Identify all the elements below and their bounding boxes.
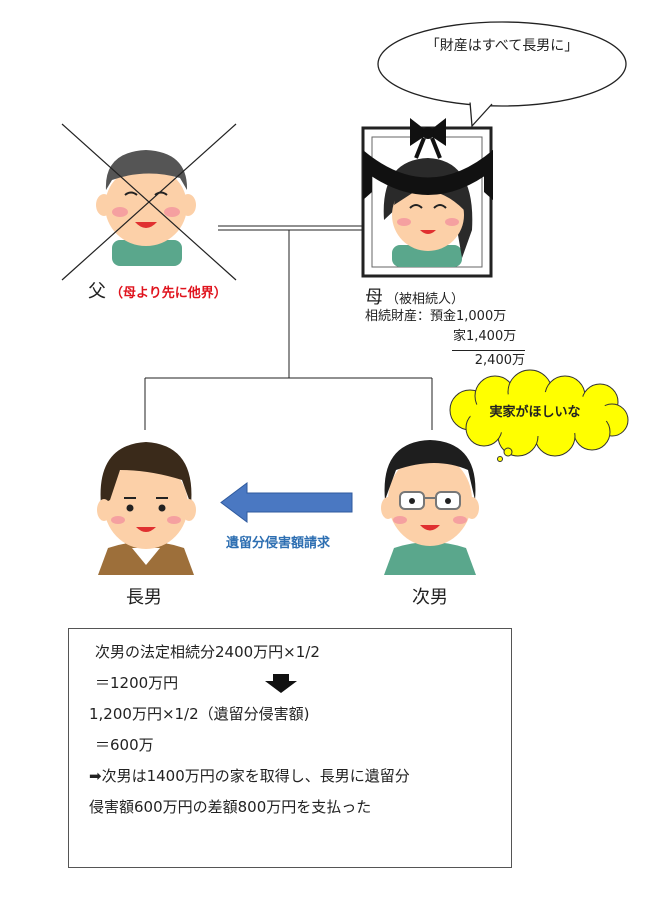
eldest-son-face-icon [97, 442, 196, 575]
estate-total: 2,400万 [452, 350, 525, 371]
mother-name: 母 [365, 287, 383, 308]
calc-line-5: ➡次男は1400万円の家を取得し、長男に遺留分 [89, 767, 410, 785]
claim-arrow-label: 遺留分侵害額請求 [226, 536, 331, 551]
estate-breakdown: 相続財産：預金1,000万 家1,400万 2,400万 [365, 307, 525, 371]
mourning-ribbon-icon [363, 118, 493, 200]
arrow-left-icon [220, 482, 353, 523]
second-son-face-icon [381, 440, 479, 575]
father-name: 父 [88, 281, 106, 302]
father-note: （母より先に他界） [110, 286, 227, 301]
calc-line-3: 1,200万円×1/2（遺留分侵害額) [89, 705, 310, 723]
eldest-son-label: 長男 [126, 587, 162, 608]
second-son-label: 次男 [412, 587, 448, 608]
calc-line-4: ＝600万 [95, 736, 154, 754]
mother-label: 母（被相続人） [365, 283, 464, 309]
father-label: 父 （母より先に他界） [88, 277, 227, 303]
calc-line-6: 侵害額600万円の差額800万円を支払った [89, 798, 372, 816]
calc-line-1: 次男の法定相続分2400万円×1/2 [95, 643, 320, 661]
estate-line-deposit: 相続財産：預金1,000万 [365, 309, 507, 324]
calc-line-2: ＝1200万円 [95, 674, 179, 692]
speech-bubble-text: 「財産はすべて長男に」 [425, 38, 579, 54]
calculation-box: 次男の法定相続分2400万円×1/2 ＝1200万円 1,200万円×1/2（遺… [68, 628, 512, 868]
thought-cloud-text: 実家がほしいな [489, 405, 581, 420]
mother-sub: （被相続人） [386, 292, 465, 307]
arrow-down-icon [265, 674, 297, 693]
cross-line-2 [61, 123, 237, 281]
estate-line-house: 家1,400万 [453, 329, 517, 344]
